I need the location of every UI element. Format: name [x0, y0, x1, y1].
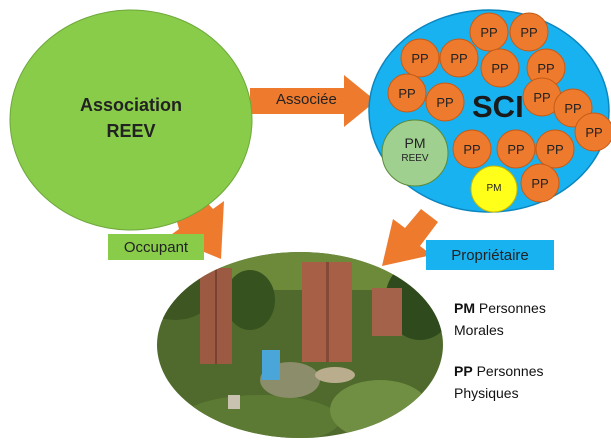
- arrow-proprietaire: [382, 209, 438, 266]
- pp-label: PP: [450, 51, 467, 66]
- pp-label: PP: [398, 86, 415, 101]
- pp-label: PP: [520, 25, 537, 40]
- legend-pm-abbr: PM: [454, 300, 475, 316]
- pp-label: PP: [564, 101, 581, 116]
- pp-label: PP: [533, 90, 550, 105]
- pp-label: PP: [585, 125, 602, 140]
- legend-pm: PM Personnes Morales: [454, 297, 546, 341]
- pm-reev-line2: REEV: [401, 153, 429, 164]
- pp-label: PP: [546, 142, 563, 157]
- pp-circle: [509, 12, 549, 52]
- occupant-tag: Occupant: [108, 234, 204, 260]
- association-circle: [9, 9, 253, 231]
- pp-circle: [452, 129, 492, 169]
- pp-label: PP: [436, 95, 453, 110]
- association-label: Association REEV: [56, 92, 206, 144]
- arrow-associee: [250, 75, 376, 127]
- pp-circle: [496, 129, 536, 169]
- legend-pp-abbr: PP: [454, 363, 473, 379]
- sci-title: SCI: [472, 89, 524, 124]
- pp-circle: [469, 12, 509, 52]
- pp-label: PP: [537, 61, 554, 76]
- pp-label: PP: [507, 142, 524, 157]
- legend-pp-text1: Personnes: [476, 363, 544, 379]
- pp-circle: [574, 112, 611, 152]
- association-label-line1: Association: [79, 95, 183, 115]
- pm-reev-label: PM REEV: [385, 134, 445, 166]
- association-label-line2: REEV: [106, 121, 156, 141]
- pm-reev-circle: [381, 119, 449, 187]
- pm-small-label: PM: [486, 183, 502, 194]
- pp-circle: [400, 38, 440, 78]
- pp-circle: [480, 48, 520, 88]
- pp-label: PP: [531, 176, 548, 191]
- pp-circle: [520, 163, 560, 203]
- pp-circle: [439, 38, 479, 78]
- legend-pm-text1: Personnes: [478, 300, 546, 316]
- pp-circle: [425, 82, 465, 122]
- legend-pp-text2: Physiques: [454, 385, 519, 401]
- proprietaire-tag: Propriétaire: [426, 240, 554, 270]
- pm-small-circle: [470, 165, 518, 213]
- aerial-photo: [157, 252, 443, 438]
- associee-label: Associée: [276, 91, 337, 108]
- pp-circles: PP PP PP PP PP PP PP PP PP PP PP PP PP PP PP: [387, 12, 611, 203]
- pp-circle: [387, 73, 427, 113]
- pp-label: PP: [411, 51, 428, 66]
- legend-pm-text2: Morales: [454, 322, 504, 338]
- pp-label: PP: [480, 25, 497, 40]
- pm-reev-line1: PM: [404, 135, 426, 151]
- legend-pp: PP Personnes Physiques: [454, 360, 544, 404]
- pp-label: PP: [463, 142, 480, 157]
- pp-circle: [535, 129, 575, 169]
- pp-label: PP: [491, 61, 508, 76]
